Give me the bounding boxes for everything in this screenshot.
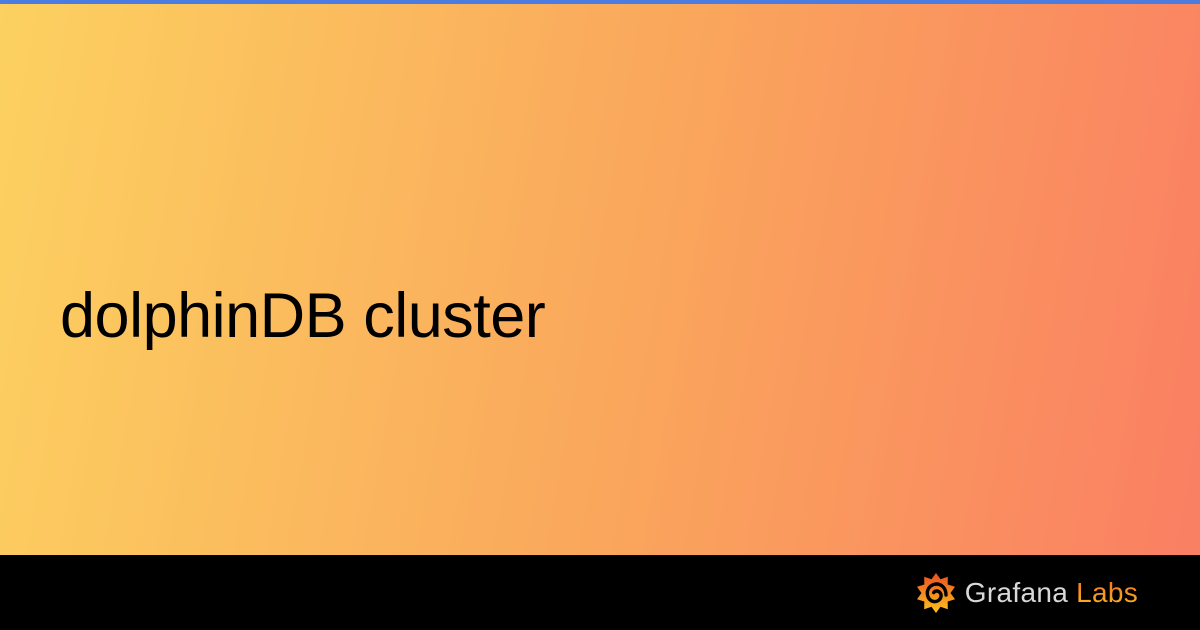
- brand-wordmark: Grafana Labs: [965, 577, 1138, 609]
- brand-name-labs: Labs: [1076, 576, 1138, 608]
- footer-bar: Grafana Labs: [0, 555, 1200, 630]
- page-title: dolphinDB cluster: [60, 281, 546, 351]
- gradient-background: dolphinDB cluster: [0, 0, 1200, 555]
- grafana-flame-icon: [916, 571, 956, 615]
- brand-lockup: Grafana Labs: [916, 571, 1138, 615]
- top-accent-bar: [0, 0, 1200, 4]
- brand-name-grafana: Grafana: [964, 576, 1069, 608]
